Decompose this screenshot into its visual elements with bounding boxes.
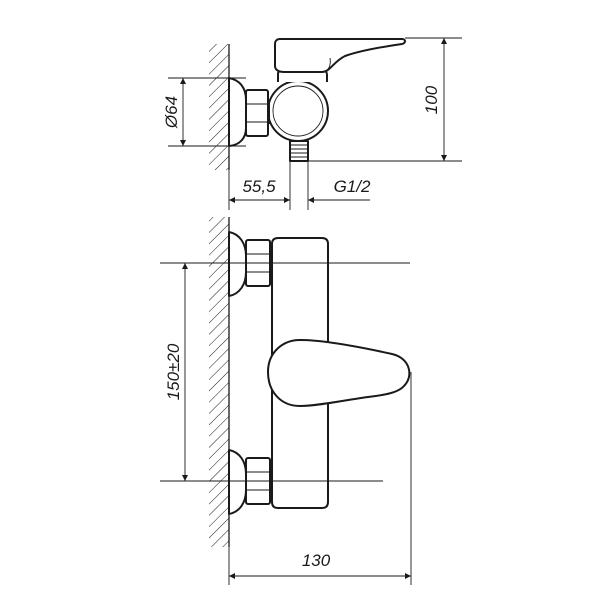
dim-diameter: Ø64 xyxy=(162,77,246,147)
side-thread-outlet xyxy=(289,140,309,162)
side-lever-handle xyxy=(274,38,406,73)
front-lever-handle xyxy=(267,339,411,407)
dim-spacing: 150±20 xyxy=(160,262,410,482)
dim-width: 130 xyxy=(228,372,412,585)
side-body xyxy=(267,80,329,142)
dim-height-label: 100 xyxy=(422,85,441,114)
front-wall xyxy=(209,217,230,547)
side-nut xyxy=(245,89,269,137)
dim-spacing-label: 150±20 xyxy=(164,343,183,400)
dim-diameter-label: Ø64 xyxy=(162,96,181,129)
front-view: 150±20 130 xyxy=(160,217,412,585)
front-upper-connector xyxy=(228,231,271,297)
dim-width-label: 130 xyxy=(302,551,331,570)
side-wall xyxy=(209,44,230,170)
side-view: Ø64 100 55,5 G1/2 xyxy=(162,37,462,210)
front-lower-connector xyxy=(228,449,271,515)
dim-offset-label: 55,5 xyxy=(242,177,276,196)
dim-height: 100 xyxy=(309,37,462,162)
dim-thread-label: G1/2 xyxy=(334,177,371,196)
dim-offset: 55,5 G1/2 xyxy=(228,161,371,210)
side-escutcheon xyxy=(228,77,247,147)
